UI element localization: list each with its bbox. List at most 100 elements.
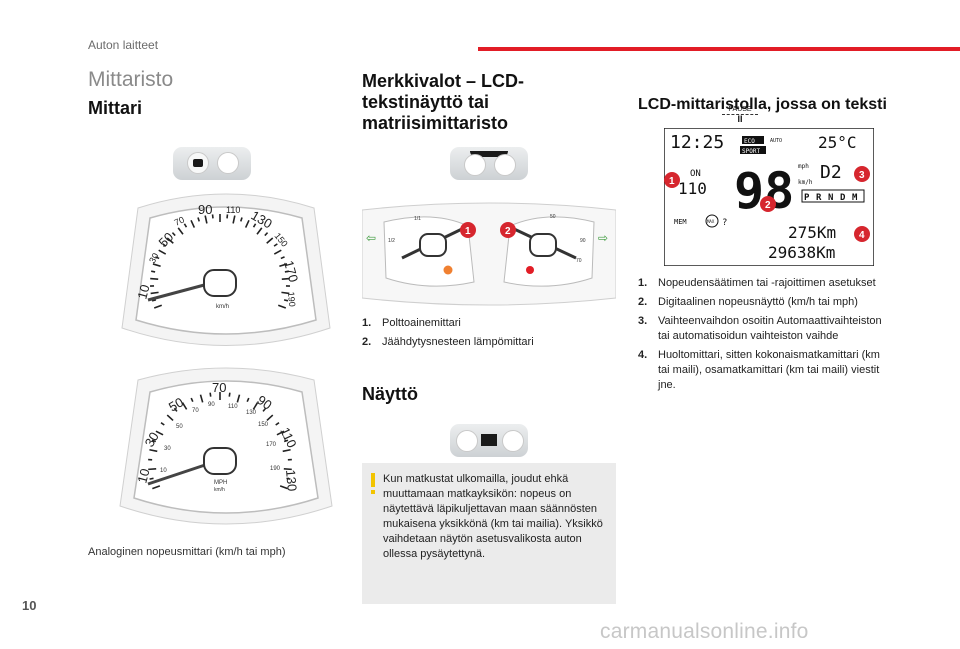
speedometer-mph: 10 30 50 70 90 110 130 10 30 50 70 90 11… (108, 366, 344, 531)
gear-r: R (816, 193, 822, 203)
mittari-heading: Mittari (88, 98, 142, 118)
callout-1: 1 (465, 226, 471, 237)
merkkivalot-heading: Merkkivalot – LCD- tekstinäyttö tai matr… (362, 71, 524, 134)
fuel-warning-light-icon (443, 265, 453, 275)
dial-tick (162, 243, 167, 247)
dial-tick (150, 277, 159, 280)
tick-label: 70 (212, 380, 226, 395)
heading-line: tekstinäyttö tai (362, 92, 490, 112)
dial-tick (155, 430, 164, 436)
display-left-icon (456, 430, 478, 452)
dial-tick (276, 430, 285, 436)
dial-tick (190, 219, 196, 228)
lcd-heading: LCD-mittaristolla, jossa on teksti (638, 96, 887, 113)
dial-tick (240, 217, 243, 222)
item-number: 1. (362, 317, 372, 329)
temp-scale: 50 (550, 214, 556, 220)
tick-label: 170 (281, 259, 301, 284)
list-item: 4. Huoltomittari, sitten kokonaismatkami… (638, 348, 888, 393)
lcd-legend: 1. Nopeudensäätimen tai -rajoittimen ase… (638, 276, 888, 397)
tick-label: 110 (226, 205, 240, 215)
tick-label: 150 (258, 422, 269, 428)
note-text: Kun matkustat ulkomailla, joudut ehkä mu… (383, 473, 603, 560)
lcd-mem: MEM (674, 218, 687, 226)
lcd-unit-mph: mph (798, 163, 809, 170)
dial-tick (266, 237, 274, 244)
gauge-legend: 1. Polttoainemittari 2. Jäähdytysnesteen… (362, 316, 616, 354)
info-note: Kun matkustat ulkomailla, joudut ehkä mu… (362, 463, 616, 604)
dial-tick (153, 304, 163, 309)
fuel-temp-gauges: ⇦ ⇨ 1/2 1/1 50 90 70 1 2 (361, 202, 617, 306)
lcd-on: ON (690, 169, 701, 179)
dial-tick (277, 304, 287, 309)
dial-tick (281, 277, 290, 280)
dial-tick (181, 402, 188, 410)
dial-tick (148, 467, 157, 471)
callout-2: 2 (765, 200, 771, 211)
lcd-unit-kmh: km/h (798, 179, 813, 186)
dial-caption: Analoginen nopeusmittari (km/h tai mph) (88, 546, 286, 558)
dial-marker-icon (193, 159, 203, 167)
lcd-time: 12:25 (670, 132, 724, 153)
tick-label: 70 (192, 408, 199, 414)
section-label: Auton laitteet (88, 38, 159, 52)
dial-tick (252, 402, 259, 410)
item-text: Polttoainemittari (382, 317, 461, 329)
dial-tick (266, 414, 274, 422)
dial-tick (204, 215, 208, 224)
display-right-icon (502, 430, 524, 452)
tick-label: 10 (160, 468, 167, 474)
dial-tick (256, 227, 263, 235)
dial-tick (150, 291, 159, 295)
left-arrow-icon: ⇦ (366, 231, 376, 245)
dial-tick (264, 232, 269, 237)
gauge-marker-icon (470, 151, 508, 157)
temp-warning-light-icon (526, 266, 534, 274)
lcd-auto: AUTO (770, 138, 782, 144)
dial-tick (232, 215, 236, 224)
dial-tick (152, 263, 161, 267)
fuel-scale: 1/2 (388, 238, 395, 244)
dial-tick (151, 270, 156, 273)
dial-tick (281, 291, 290, 295)
tick-label: 10 (134, 283, 152, 301)
gear-p: P (804, 193, 810, 203)
dial-tick (171, 232, 176, 237)
dial-tick (197, 217, 200, 222)
dial-tick (209, 392, 212, 397)
gauge-right-icon (494, 154, 516, 176)
dial-tick (283, 467, 292, 471)
dial-tick (283, 299, 289, 302)
dial-tick (158, 249, 167, 255)
header-accent-bar (478, 47, 960, 51)
tick-label: 50 (176, 424, 183, 430)
lcd-eco: ECO (744, 138, 755, 145)
item-text: Digitaalinen nopeusnäyttö (km/h tai mph) (658, 296, 858, 308)
item-number: 2. (362, 336, 372, 348)
lcd-display: 12:25 ECO SPORT AUTO 25°C ON 110 98 mph … (663, 127, 875, 267)
lcd-question: ? (722, 218, 727, 228)
dial-tick (280, 256, 285, 260)
dial-tick (246, 397, 250, 402)
dial-tick (283, 439, 289, 443)
tick-label: 70 (173, 215, 186, 228)
dial-tick (275, 422, 280, 426)
item-number: 4. (638, 349, 648, 361)
dial-tick (284, 270, 289, 273)
tick-label: 30 (164, 446, 171, 452)
tick-label: 10 (134, 467, 152, 485)
speedometer-kmh: 10 30 50 70 90 110 130 150 170 190 km/h (108, 188, 344, 353)
lcd-max: MAX (707, 219, 715, 224)
dial-tick (262, 407, 267, 412)
gear-m: M (852, 193, 858, 203)
tick-label: 30 (142, 429, 162, 449)
item-number: 1. (638, 277, 648, 289)
item-number: 3. (638, 315, 648, 327)
section-title: Mittaristo (88, 68, 174, 91)
dial-tick (166, 414, 174, 422)
temp-scale: 70 (576, 258, 582, 264)
dial-tick (155, 256, 160, 260)
tick-label: 110 (228, 404, 238, 410)
dial-tick (279, 485, 288, 490)
tick-label: 190 (286, 291, 297, 307)
